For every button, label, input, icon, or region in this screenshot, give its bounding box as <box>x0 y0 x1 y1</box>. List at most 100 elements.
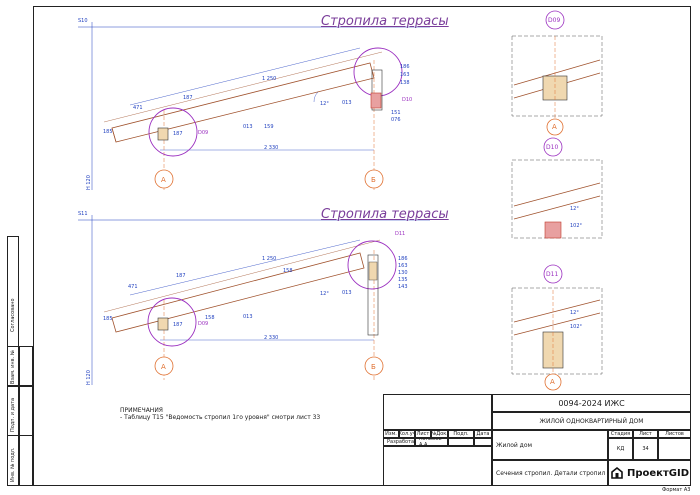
detail-post-d10 <box>544 221 562 239</box>
dim-bottom-5: 185 <box>103 316 113 322</box>
side-inv-sub: Взам. инв. № <box>10 350 16 384</box>
detail-frame-d09 <box>511 35 603 117</box>
axis-a-bottom <box>154 356 174 376</box>
side-approval-strip: Согласовано Взам. инв. № Подп. и дата Ин… <box>7 236 33 486</box>
detail-angle-d10: 12° <box>570 206 579 212</box>
dim-top-5: 013 <box>243 124 253 130</box>
callout-label-d09-top: D09 <box>198 130 209 136</box>
tb-code: 0094-2024 ИЖС <box>492 394 691 412</box>
dim-bottom-0: 1 250 <box>262 256 277 262</box>
tb-developer-name: Копысов А.А. <box>415 438 448 446</box>
detail-axis-label-d11: А <box>550 378 555 386</box>
post-b-top <box>370 92 382 109</box>
tb-project: ЖИЛОЙ ОДНОКВАРТИРНЫЙ ДОМ <box>492 412 691 430</box>
vertical-level-bottom: H 120 <box>86 370 92 385</box>
detail-angle2-d11: 102° <box>570 324 583 330</box>
dim-top-0: 1 250 <box>262 76 277 82</box>
tb-h-stage: Стадия <box>608 430 633 438</box>
dim-top-2: 471 <box>133 105 143 111</box>
rafter-top-edge <box>103 51 383 123</box>
tb-brand-cell: ПроектGID <box>608 460 691 486</box>
axis-a-top <box>154 169 174 189</box>
detail-bubble-d09 <box>545 10 565 30</box>
detail-bubble-d11 <box>543 264 563 284</box>
rafter-top <box>111 62 375 143</box>
tb-h-doc: №Док. <box>431 430 448 438</box>
dim-bottom-11: 130 <box>398 270 408 276</box>
tb-building: Жилой дом <box>492 430 608 460</box>
detail-label-d09: D09 <box>548 17 561 24</box>
detail-angle2-d10: 102° <box>570 223 583 229</box>
tb-stage: КД <box>608 438 633 460</box>
support-block-a-bottom <box>157 317 169 331</box>
dim-bottom-6: 013 <box>243 314 253 320</box>
dim-bottom-9: 186 <box>398 256 408 262</box>
level-mark-bottom: S11 <box>78 211 88 217</box>
dim-top-8: 186 <box>400 64 410 70</box>
callout-d09-bottom <box>147 297 197 347</box>
side-inv-orig: Инв. № подл. <box>10 447 16 483</box>
drawing-frame <box>33 6 691 486</box>
dim-bottom-7: 013 <box>342 290 352 296</box>
callout-label-d09-bottom: D09 <box>198 321 209 327</box>
axis-label-b-bottom: Б <box>371 363 376 371</box>
detail-bubble-d10 <box>543 137 563 157</box>
axis-b-top <box>364 169 384 189</box>
dim-top-12: 076 <box>391 117 401 123</box>
tb-h-list: Лист <box>415 430 431 438</box>
dim-top-1: 187 <box>183 95 193 101</box>
section-title-bottom: Стропила террасы <box>321 207 449 222</box>
dim-bottom-8: 12° <box>320 291 329 297</box>
vertical-level-top: H 120 <box>86 175 92 190</box>
dim-top-3: 185 <box>103 129 113 135</box>
dim-bottom-1: 158 <box>283 268 293 274</box>
dim-top-6: 013 <box>342 100 352 106</box>
dim-bottom-4: 471 <box>128 284 138 290</box>
side-sign-date: Подп. и дата <box>10 397 16 432</box>
tb-sheets <box>658 438 691 460</box>
dim-top-11: 151 <box>391 110 401 116</box>
tb-h-sheets: Листов <box>658 430 691 438</box>
notes-heading: ПРИМЕЧАНИЯ <box>120 407 163 414</box>
callout-d09-top <box>148 107 198 157</box>
support-block-a-top <box>157 127 169 141</box>
tb-h-date: Дата <box>474 430 492 438</box>
detail-axis-label-d09: А <box>552 123 557 131</box>
level-mark-top: S10 <box>78 18 88 24</box>
title-block: Изм. Кол.уч Лист №Док. Подп. Дата Разраб… <box>383 394 691 486</box>
dim-top-4: 159 <box>264 124 274 130</box>
dim-bottom-13: 143 <box>398 284 408 290</box>
tb-developer-role: Разработал <box>383 438 415 446</box>
dim-bottom-12: 135 <box>398 277 408 283</box>
detail-frame-d11 <box>511 287 603 375</box>
axis-label-a-bottom: А <box>161 363 166 371</box>
dim-top-9: 163 <box>400 72 410 78</box>
dim-bottom-3: 158 <box>205 315 215 321</box>
section-title-top: Стропила террасы <box>321 14 449 29</box>
post-b-bottom <box>367 254 379 336</box>
tb-sheet: 34 <box>633 438 658 460</box>
span-bottom: 2 330 <box>264 335 279 341</box>
dim-top-7: 12° <box>320 101 329 107</box>
rafter-bottom <box>111 252 365 333</box>
brand-logo-icon <box>611 466 623 479</box>
sheet-format: Формат А3 <box>662 487 691 493</box>
detail-label-d11: D11 <box>546 271 559 278</box>
brand-name: ПроектGID <box>627 467 689 479</box>
dim-bottom-10: 163 <box>398 263 408 269</box>
tb-h-kol: Кол.уч <box>399 430 415 438</box>
detail-label-d10: D10 <box>546 144 559 151</box>
dim-bottom-14: 187 <box>173 322 183 328</box>
detail-angle-d11: 12° <box>570 310 579 316</box>
callout-d10-top <box>353 47 403 97</box>
tb-sheet-title: Сечения стропил. Детали стропил <box>492 460 608 486</box>
notes-line: - Таблицу T15 "Ведомость стропил 1го уро… <box>120 414 321 421</box>
dim-bottom-2: 187 <box>176 273 186 279</box>
tb-h-izm: Изм. <box>383 430 399 438</box>
detail-axis-d11 <box>544 373 562 391</box>
axis-label-b-top: Б <box>371 176 376 184</box>
tb-h-podp: Подп. <box>448 430 474 438</box>
callout-label-d11-bottom: D11 <box>395 231 406 237</box>
callout-label-d10-top: D10 <box>402 97 413 103</box>
